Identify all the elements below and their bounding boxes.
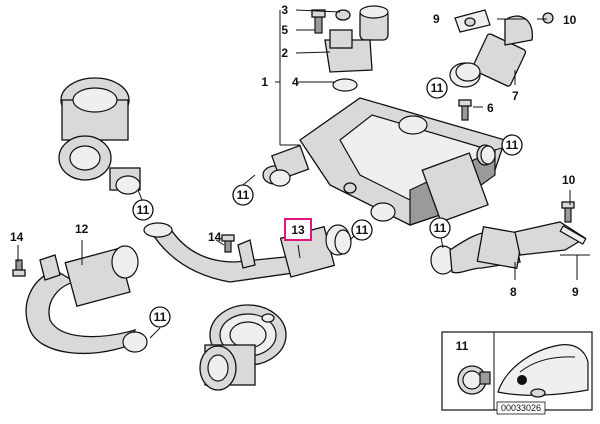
pipe-12[interactable] bbox=[25, 245, 148, 355]
callout-11-d: 11 bbox=[132, 199, 154, 221]
inset-box: 11 00033026 bbox=[441, 331, 593, 415]
egr-valve-upper[interactable] bbox=[58, 77, 141, 195]
exhaust-cooler[interactable] bbox=[262, 97, 506, 226]
label-10-right: 10 bbox=[562, 173, 576, 187]
bolts bbox=[12, 9, 575, 277]
highlight-part-13[interactable]: 13 bbox=[284, 218, 312, 241]
clamp-icon bbox=[457, 365, 491, 395]
label-2: 2 bbox=[281, 46, 288, 60]
callout-11-e: 11 bbox=[351, 219, 373, 241]
label-9-right: 9 bbox=[572, 285, 579, 299]
egr-valve-lower[interactable] bbox=[199, 304, 287, 391]
svg-text:11: 11 bbox=[506, 138, 519, 152]
callout-11-b: 11 bbox=[501, 134, 523, 156]
callout-11-c: 11 bbox=[232, 184, 254, 206]
callout-circles: 11 11 11 11 11 11 11 bbox=[132, 77, 523, 328]
pipe-13[interactable] bbox=[143, 222, 351, 283]
label-7: 7 bbox=[512, 89, 519, 103]
inset-label-11: 11 bbox=[456, 339, 469, 353]
car-icon bbox=[497, 344, 589, 398]
callout-11-f: 11 bbox=[429, 217, 451, 239]
part-number-labels: 3 5 2 1 4 9 10 7 6 10 8 9 14 12 14 bbox=[10, 3, 579, 299]
label-1: 1 bbox=[261, 75, 268, 89]
diagram-code: 00033026 bbox=[501, 403, 541, 413]
label-13: 13 bbox=[291, 223, 305, 237]
svg-text:11: 11 bbox=[431, 81, 444, 95]
label-10-top: 10 bbox=[563, 13, 577, 27]
gaskets bbox=[269, 62, 496, 255]
svg-text:11: 11 bbox=[237, 188, 250, 202]
label-14-center: 14 bbox=[208, 230, 222, 244]
thermostat-housing[interactable] bbox=[324, 5, 389, 92]
label-9-top: 9 bbox=[433, 12, 440, 26]
callout-11-g: 11 bbox=[149, 306, 171, 328]
callout-11-a: 11 bbox=[426, 77, 448, 99]
svg-text:11: 11 bbox=[137, 203, 150, 217]
leader-lines bbox=[17, 9, 590, 339]
svg-text:11: 11 bbox=[434, 221, 447, 235]
label-3: 3 bbox=[281, 3, 288, 17]
label-4: 4 bbox=[292, 75, 299, 89]
label-5: 5 bbox=[281, 23, 288, 37]
label-8: 8 bbox=[510, 285, 517, 299]
svg-text:11: 11 bbox=[154, 310, 167, 324]
label-12: 12 bbox=[75, 222, 89, 236]
pipe-8[interactable] bbox=[430, 221, 587, 275]
label-14-left: 14 bbox=[10, 230, 24, 244]
svg-text:11: 11 bbox=[356, 223, 369, 237]
label-6: 6 bbox=[487, 101, 494, 115]
